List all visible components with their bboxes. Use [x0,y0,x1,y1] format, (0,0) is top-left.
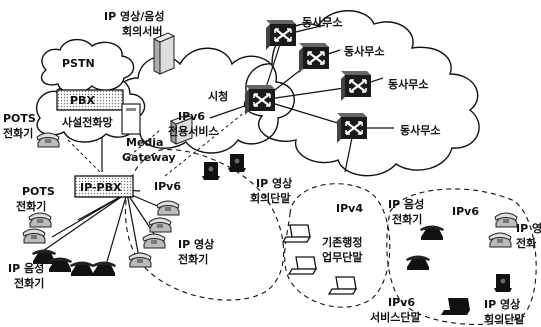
conf-server-label-1: IP 영상/음성 [104,9,164,23]
ip-video-conf-r-label-2: 회의단말 [484,312,524,326]
ip-voice-phone-r-label-1: IP 음성 [388,197,424,211]
pots-phone-1-icon [28,212,52,228]
ip-video-phone-3-icon [142,233,166,249]
ip-video-phone-4-icon [128,252,152,268]
media-gateway-label-1: Media [126,136,163,149]
ipv4-zone [284,183,391,308]
ipv4-label: IPv4 [336,202,363,215]
office-4-label: 동사무소 [400,123,440,137]
ip-video-phone-1-icon [156,200,180,216]
media-gateway-label-2: Gateway [122,151,176,164]
office-router-1-icon [264,18,298,52]
ipv6-service-terminal-label-2: 서비스단말 [370,310,421,324]
legacy-terminal-label-2: 업무단말 [322,250,362,264]
office-3-label: 동사무소 [388,77,428,91]
legacy-terminal-label-1: 기존행정 [322,235,362,249]
ip-pbx-box [74,175,134,198]
private-network-label: 사설전화망 [62,115,113,129]
ip-voice-phone-r-label-2: 전화기 [392,212,422,226]
ip-video-conf-r-label-1: IP 영상 [484,297,520,311]
core-router-icon [243,83,277,117]
ip-voice-phone-2-icon [48,257,72,272]
office-1-label: 동사무소 [302,15,342,29]
ip-video-phone-2-icon [148,217,172,233]
pstn-cloud [40,39,135,94]
office-router-3-icon [339,69,373,103]
ip-pbx-label: IP-PBX [80,181,122,194]
office-router-4-icon [335,111,369,145]
ip-video-phone-label-1: IP 영상 [178,237,214,251]
ip-video-right-label-2: 전화 [516,236,536,250]
ip-video-conf-label-2: 회의단말 [250,191,290,205]
ipv6-zone-right [386,188,537,325]
ipv6-left-label: IPv6 [154,180,181,193]
labels: IP 영상/음성 회의서버 PSTN PBX 사설전화망 POTS 전화기 Me… [3,9,541,326]
pots-bottom-label-1: POTS [22,185,55,198]
ipv6-service-terminal-label-1: IPv6 [388,296,415,309]
pbx-label: PBX [70,94,95,107]
legacy-terminal-3-icon [328,276,357,295]
ip-video-conf-terminal-2-icon [228,154,246,172]
office-2-label: 동사무소 [344,44,384,58]
ip-voice-phone-label-1: IP 음성 [8,261,44,275]
ipv6-service-terminal-icon [441,298,470,315]
ipv6-service-label-2: 전용서비스 [168,124,219,138]
ip-voice-phone-3-icon [70,261,94,276]
ip-voice-phone-label-2: 전화기 [14,276,44,290]
conference-server-icon [152,32,176,75]
ip-voice-phone-4-icon [92,261,116,276]
office-router-2-icon [297,41,331,75]
ip-video-conf-terminal-1-icon [202,162,220,180]
ip-voice-phone-r1-icon [420,225,444,240]
ip-video-phone-r2-icon [488,232,512,248]
ipv6-service-label-1: IPv6 [178,110,205,123]
conf-server-label-2: 회의서버 [122,24,162,38]
pstn-label: PSTN [62,57,95,70]
pots-bottom-label-2: 전화기 [16,199,46,213]
ip-voice-phone-r2-icon [406,255,430,270]
ip-video-phone-r1-icon [494,212,518,228]
dashed-links [67,99,261,177]
pots-phone-2-icon [22,228,46,244]
pots-top-label-1: POTS [3,112,36,125]
pots-phone-top-icon [36,132,60,148]
media-gateway-icon [121,103,141,135]
ip-video-phone-label-2: 전화기 [178,252,208,266]
ipv6-right-label: IPv6 [452,205,479,218]
ip-video-conf-label-1: IP 영상 [256,176,292,190]
pbx-box [56,89,124,111]
ip-video-conf-terminal-r-icon [494,274,512,292]
offices-cloud [243,10,480,177]
ip-video-right-label-1: IP 영 [516,222,541,235]
pots-top-label-2: 전화기 [3,126,33,140]
city-hall-label: 시청 [208,89,228,103]
ipv6-service-server-icon [169,114,194,145]
ipv6-zone-left [124,149,285,301]
legacy-terminal-2-icon [288,256,317,275]
